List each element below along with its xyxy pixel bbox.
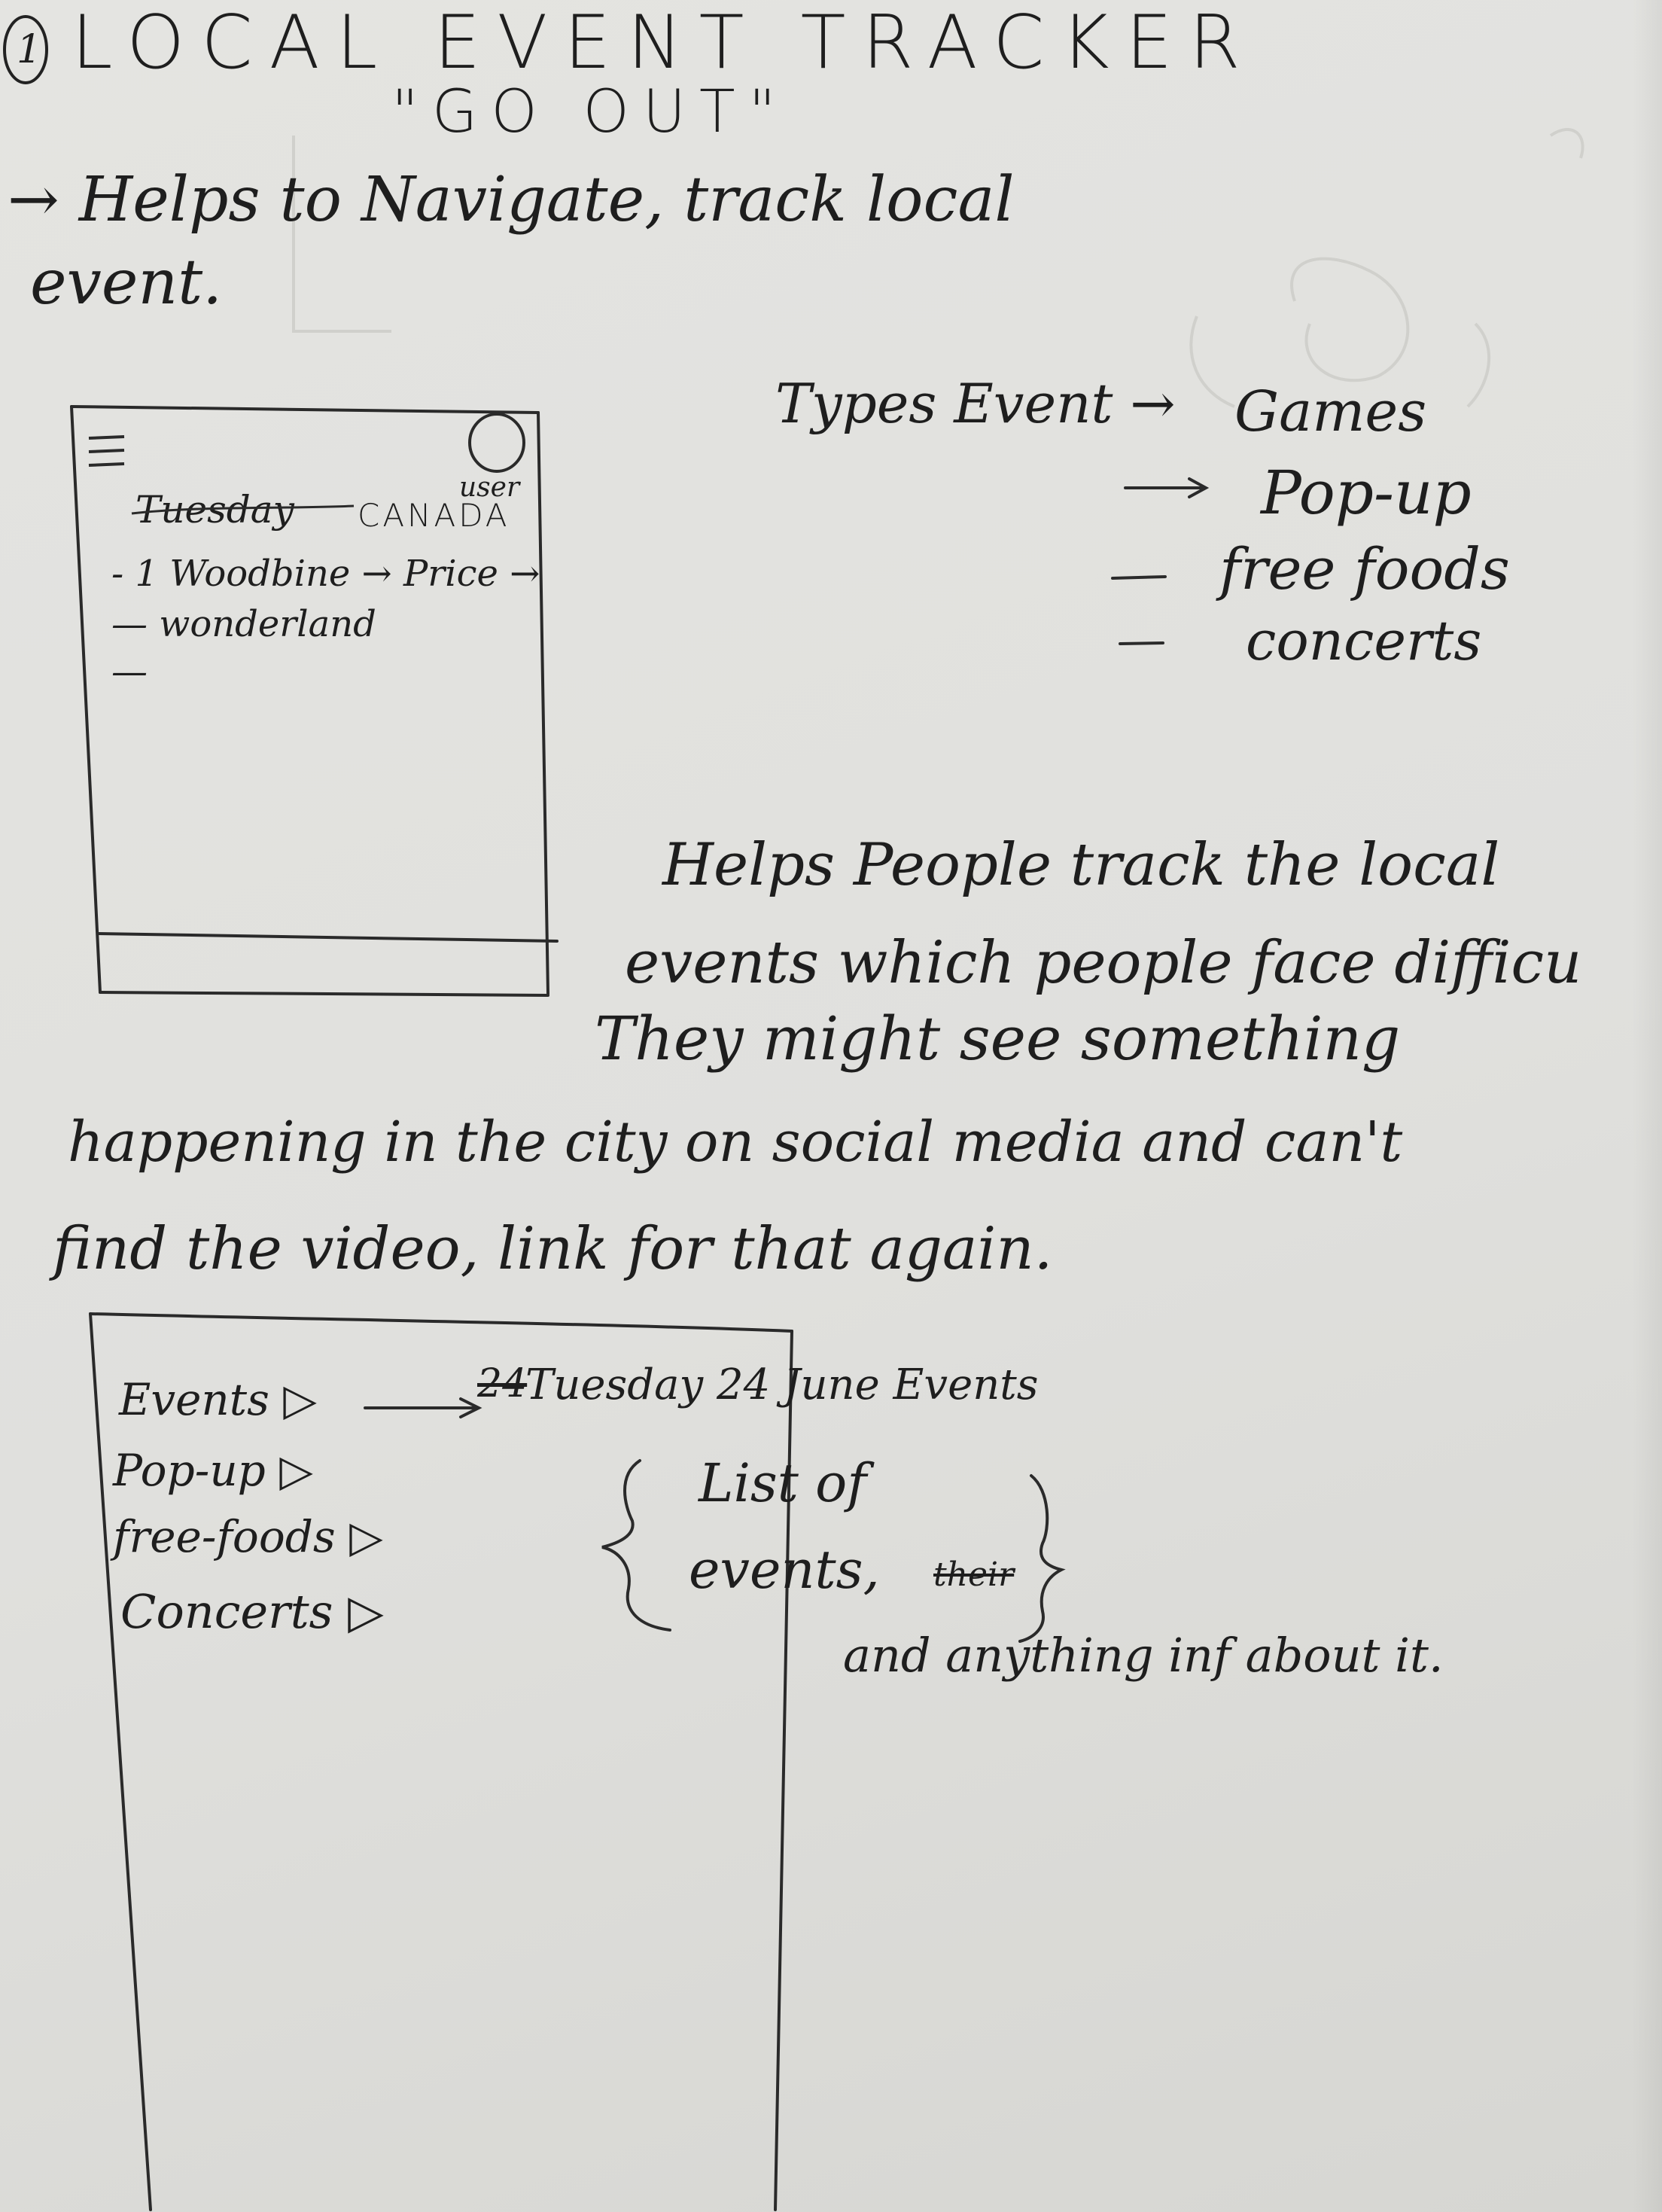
- intro-line-2: event.: [30, 247, 223, 318]
- events-header-struck: 24: [477, 1361, 528, 1406]
- menu-item-popup[interactable]: Pop-up ▷: [113, 1445, 313, 1496]
- page-edge-shadow: [1632, 0, 1662, 2212]
- event-info-note: and anything inf about it.: [843, 1628, 1444, 1683]
- event-type-games: Games: [1234, 379, 1427, 444]
- list-of-events-struck: their: [933, 1555, 1015, 1594]
- description-line-5: find the video, link for that again.: [53, 1215, 1053, 1283]
- list-item[interactable]: - 1 Woodbine → Price →: [111, 553, 540, 595]
- list-item[interactable]: — wonderland: [111, 603, 376, 645]
- events-header: Tuesday 24 June Events: [525, 1360, 1039, 1409]
- description-line-2: events which people face difficu: [625, 929, 1582, 997]
- menu-item-free-foods[interactable]: free-foods ▷: [113, 1511, 383, 1562]
- description-line-1: Helps People track the local: [662, 831, 1500, 899]
- menu-item-events[interactable]: Events ▷: [119, 1374, 317, 1425]
- event-type-concerts: concerts: [1246, 609, 1482, 672]
- intro-line-1: → Helps to Navigate, track local: [8, 164, 1015, 236]
- menu-item-concerts[interactable]: Concerts ▷: [120, 1584, 384, 1639]
- description-line-4: happening in the city on social media an…: [68, 1110, 1403, 1175]
- page-title: LOCAL EVENT TRACKER: [72, 0, 1257, 86]
- description-line-3: They might see something: [595, 1004, 1401, 1074]
- list-of-events-line-1: List of: [699, 1452, 867, 1514]
- event-type-free-foods: free foods: [1219, 535, 1510, 602]
- section-number: 1: [17, 27, 42, 72]
- region-label: CANADA: [358, 497, 510, 534]
- event-types-label: Types Event →: [775, 372, 1176, 435]
- user-label: user: [459, 472, 520, 503]
- event-type-popup: Pop-up: [1261, 458, 1472, 528]
- list-of-events-line-2: events,: [689, 1539, 880, 1601]
- app-name: "GO OUT": [391, 78, 790, 146]
- list-item[interactable]: —: [111, 650, 148, 693]
